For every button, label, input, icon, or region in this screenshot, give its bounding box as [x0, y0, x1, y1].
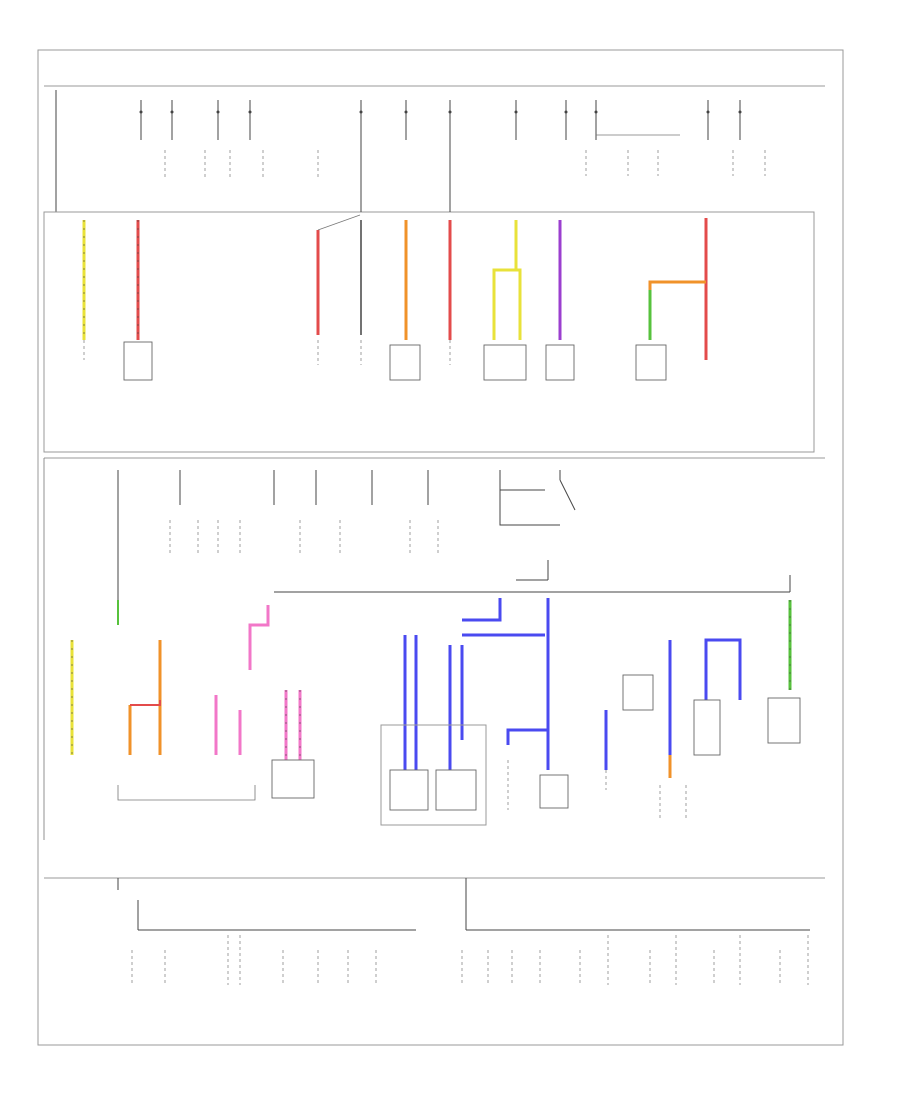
middle-section: [43, 457, 825, 840]
wire-blue: [462, 598, 502, 622]
fuse: [170, 100, 174, 140]
top-section: [43, 85, 825, 453]
wire-red: [130, 700, 161, 706]
fuse: [216, 100, 220, 140]
wire-blue: [506, 728, 548, 745]
bottom-section: [44, 877, 825, 985]
fuse: [594, 100, 598, 140]
bottom-drops: [131, 935, 809, 985]
wire-blue: [704, 638, 742, 700]
wires-top: [82, 214, 708, 360]
component-box: [767, 697, 801, 744]
wires-middle: [70, 598, 792, 778]
fuse: [706, 100, 710, 140]
component-box: [635, 344, 667, 381]
fuse-row-middle: [117, 470, 439, 600]
fuse: [248, 100, 252, 140]
fuse: [359, 100, 363, 212]
component-box: [693, 699, 721, 756]
relay-switch: [499, 470, 576, 581]
component-box: [123, 341, 153, 381]
fuse: [404, 100, 408, 140]
fuse: [139, 100, 143, 140]
fuse-row-top: [139, 100, 742, 212]
fuse: [564, 100, 568, 140]
component-box: [389, 344, 421, 381]
component-box: [271, 759, 315, 799]
wire-orange: [648, 280, 706, 290]
wire-pink: [248, 605, 270, 670]
wire-yellow: [492, 268, 522, 340]
component-box: [622, 674, 654, 711]
diagram-frame: [37, 49, 844, 1046]
component-box: [389, 769, 429, 811]
fuse: [514, 100, 518, 140]
component-box: [539, 774, 569, 809]
components-top: [83, 340, 667, 381]
fuse: [738, 100, 742, 140]
component-box: [545, 344, 575, 381]
fuse: [448, 100, 452, 212]
component-box: [435, 769, 477, 811]
components-middle: [117, 674, 801, 826]
relay-drops-top: [164, 150, 766, 180]
component-box: [483, 344, 527, 381]
